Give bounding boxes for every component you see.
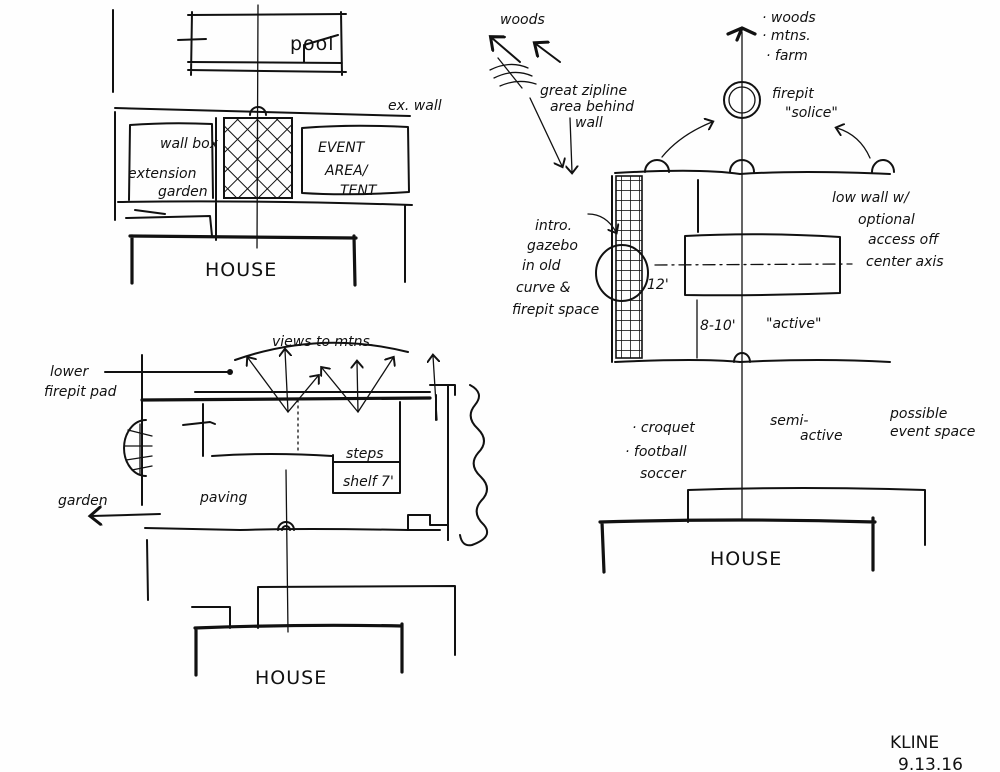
pool-outline [177,11,347,76]
possible-label: possible [889,406,947,422]
firepit-circle [723,81,761,119]
active-label: "active" [766,316,821,332]
views-label: views to mtns. [272,334,374,350]
zipline-label-1: great zipline [540,83,627,99]
house-label-2: HOUSE [255,667,327,689]
gazebo-label-2: gazebo [527,238,578,254]
firepit-label: firepit [772,86,814,102]
tent-label: TENT [340,183,378,199]
existing-wall [114,107,411,117]
extension-label: extension [128,166,197,182]
zipline-label-3: wall [575,115,603,131]
ex-wall-label: ex. wall [388,98,442,114]
mtns-label: · mtns. [762,28,811,44]
event-label: EVENT [318,140,366,156]
low-wall-label-3: access off [868,232,940,248]
lower-label: lower [50,364,90,380]
garden-label-2: garden [58,493,108,509]
signature-name: KLINE [890,733,939,753]
firepit-pad-label: firepit pad [44,384,117,400]
active-semi-label: active [800,428,843,444]
garden-label: garden [158,184,208,200]
area-label: AREA/ [324,163,369,179]
semi-label: semi- [770,413,809,429]
croquet-label: · croquet [632,420,695,436]
gazebo-semicircle [123,419,153,477]
views-arc [234,341,409,361]
low-wall-label-1: low wall w/ [832,190,910,206]
gazebo-grid [615,175,643,359]
low-wall-label-2: optional [858,212,915,228]
football-label: · football [625,444,687,460]
left-boundary [112,9,116,221]
view-arrows [248,350,437,421]
house-1 [128,234,358,287]
signature-block: KLINE 9.13.16 [890,733,963,772]
paving-label: paving [199,490,248,506]
solice-label: "solice" [785,105,838,121]
gazebo-label-3: in old [522,258,561,274]
hatched-court [223,117,293,199]
house-3 [598,516,877,574]
house-2 [193,622,404,677]
signature-date: 9.13.16 [898,755,963,772]
tree-edge [459,384,488,547]
farm-label: · farm [766,48,808,64]
shelf-label: shelf 7' [343,474,394,490]
wall-box-label: wall box [160,136,219,152]
sketch-views-plan: views to mtns. lower firepit pad steps s… [44,334,488,689]
woods-top-label: · woods [762,10,816,26]
dimension-8-10-label: 8-10' [700,318,736,334]
low-wall-top [614,169,891,175]
event-area-box [301,124,410,196]
house-label-1: HOUSE [205,259,277,281]
sketch-pool-plan: pool ex. wall wall box extension garden … [112,4,442,287]
house-label-3: HOUSE [710,548,782,570]
sketch-lawn-plan: woods great zipline area behind wall · w… [490,10,975,574]
woods-arrows [492,38,521,63]
gazebo-label-4: curve & [516,280,571,296]
center-axis-2 [285,469,289,633]
dimension-12-label: 12' [647,277,669,293]
active-zone-rect [684,233,841,297]
low-wall-bottom [614,359,891,363]
zipline-label-2: area behind [550,99,634,115]
low-wall-label-4: center axis [866,254,944,270]
wall-box-garden [125,122,214,237]
gazebo-label-1: intro. [535,218,572,234]
pool-label: pool [290,33,335,55]
steps-label: steps [346,446,384,462]
gazebo-label-5: firepit space [512,302,599,318]
woods-left-label: woods [500,12,545,28]
soccer-label: soccer [640,466,687,482]
event-space-label: event space [890,424,975,440]
